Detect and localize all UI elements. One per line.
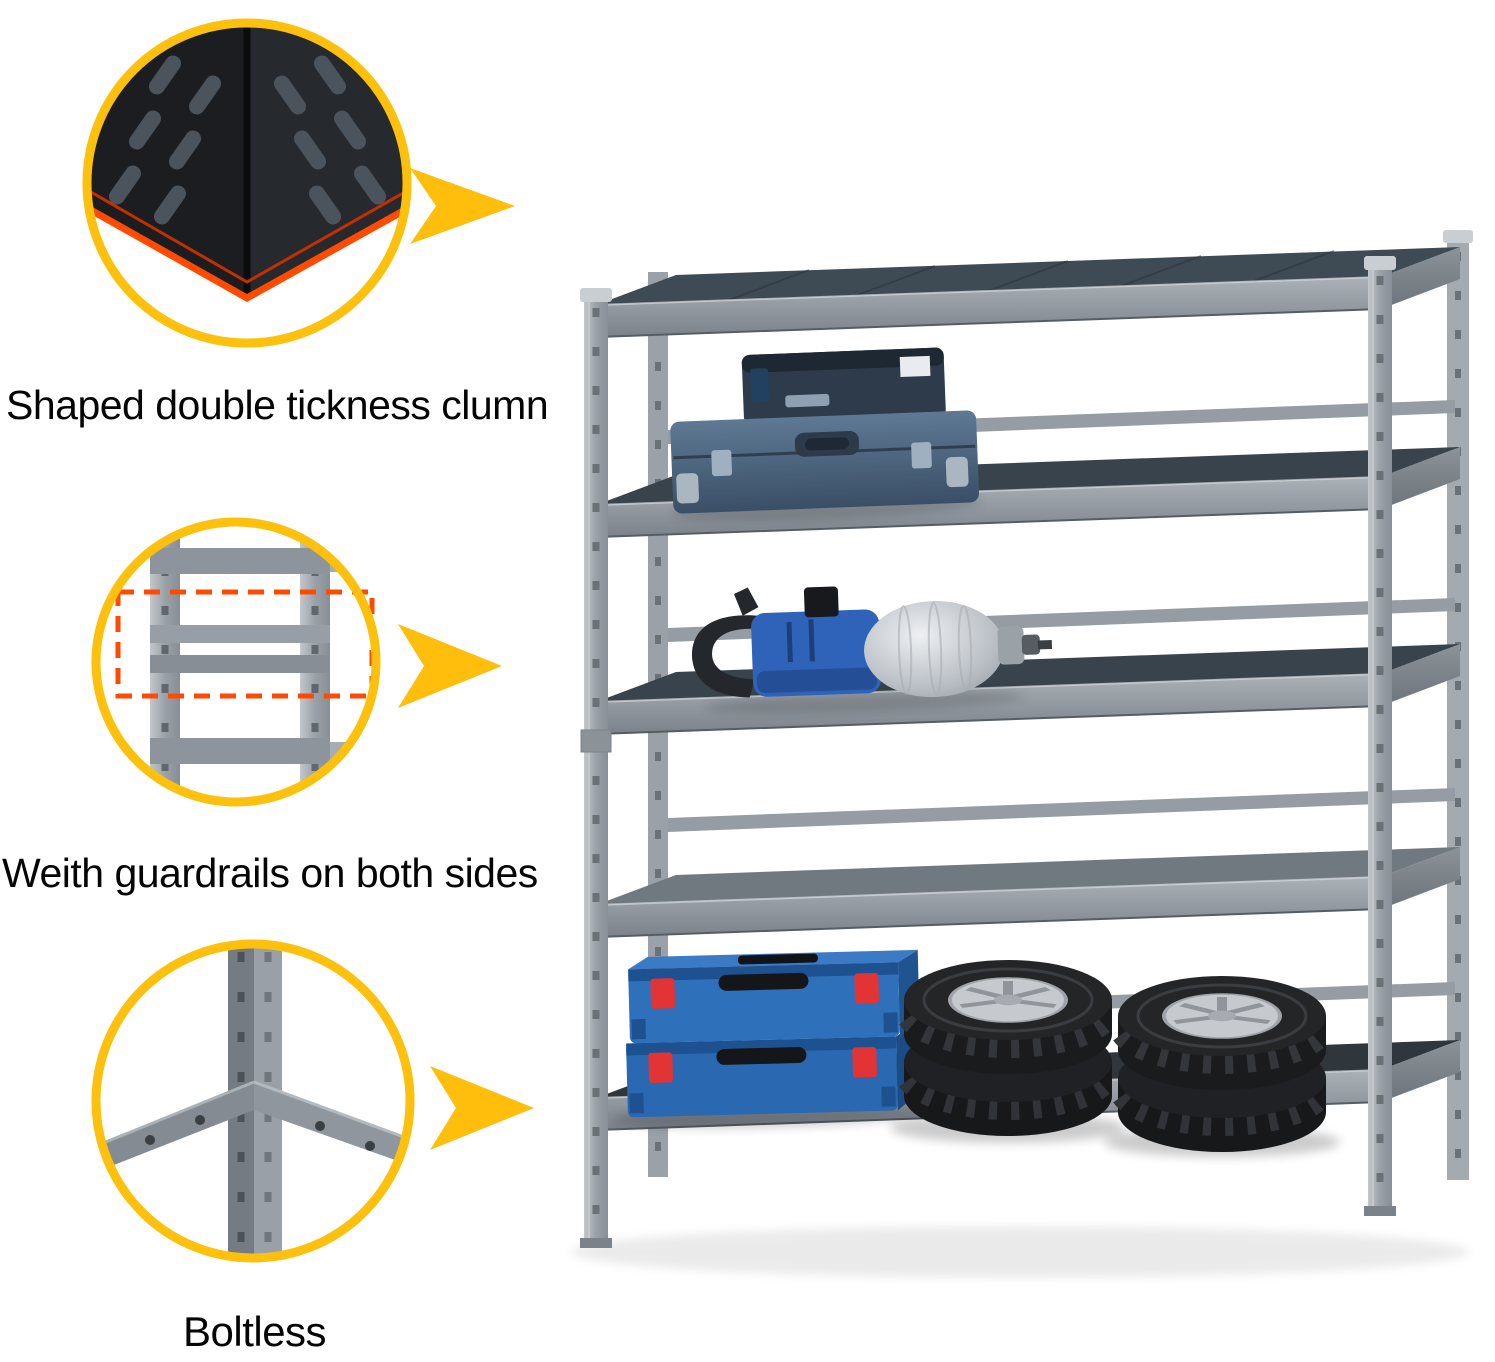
feature-caption-guardrails: Weith guardrails on both sides — [2, 850, 538, 896]
callout-column-detail — [82, 18, 412, 348]
tool-case-top — [628, 962, 900, 1044]
tool-handle — [692, 615, 772, 698]
stacked-tool-cases — [612, 949, 922, 1129]
front-left-post — [580, 288, 612, 1248]
arrow-3 — [430, 1066, 534, 1150]
callout-ring-2 — [91, 517, 381, 807]
callout-ring-1 — [82, 18, 412, 348]
tire-stack-1 — [890, 960, 1126, 1143]
front-right-post — [1364, 256, 1396, 1216]
callout-ring-3 — [91, 939, 415, 1263]
rack-shadow — [570, 1226, 1470, 1278]
callout-boltless-detail — [91, 939, 415, 1263]
detail-shelf-top — [150, 548, 330, 574]
arrow-1 — [410, 168, 515, 244]
guardrail-highlight-box — [115, 589, 375, 699]
tool-case-bottom — [626, 1036, 898, 1118]
shelving-rack — [570, 230, 1473, 1278]
joint-beam-left — [96, 1082, 254, 1172]
detail-guardrail-2 — [150, 655, 330, 673]
toolbox — [670, 347, 982, 521]
shelf-4 — [595, 847, 1460, 938]
detail-guardrail-1 — [150, 625, 330, 643]
tool-nozzle — [1037, 639, 1053, 650]
double-edge-highlight — [87, 192, 407, 303]
arrow-2 — [398, 624, 502, 708]
callout-guardrail-detail — [91, 517, 381, 807]
toolbox-lower-case — [670, 410, 980, 514]
detail-shelf-bottom — [150, 738, 330, 764]
column-slots — [108, 55, 387, 225]
wheel-rim — [1162, 993, 1282, 1039]
post-connector — [580, 729, 612, 753]
feature-caption-column: Shaped double tickness clumn — [6, 382, 549, 428]
shelf-1 — [595, 247, 1460, 338]
wheel-rim — [948, 977, 1068, 1023]
feature-caption-boltless: Boltless — [183, 1308, 327, 1355]
tire-stack-2 — [1104, 976, 1340, 1157]
power-tool — [692, 586, 1053, 713]
